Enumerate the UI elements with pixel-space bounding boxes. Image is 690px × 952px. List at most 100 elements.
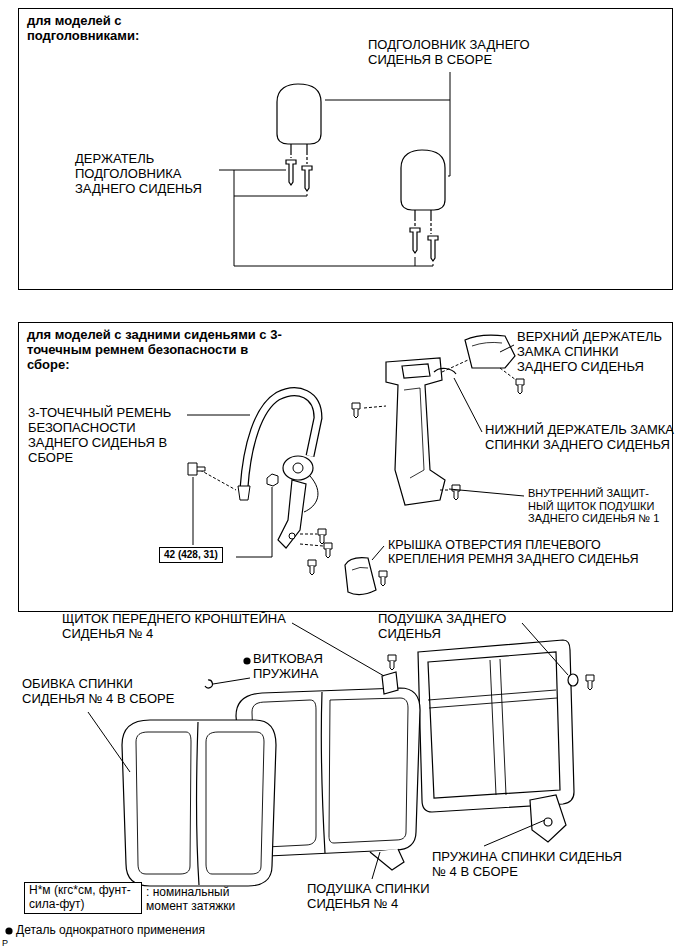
legend-entry: Деталь однократного применения [16, 924, 276, 938]
seat-belt-drawing [278, 480, 306, 548]
seat-drawing [122, 720, 276, 886]
part-name: ОБИВКА СПИНКИ СИДЕНЬЯ № 4 В СБОРЕ [22, 677, 197, 707]
part-name: 3-ТОЧЕЧНЫЙ РЕМЕНЬ БЕЗОПАСНОСТИ ЗАДНЕГО С… [28, 406, 183, 466]
leader-line [187, 415, 250, 416]
leader-line [88, 623, 568, 879]
legend-dot [5, 927, 12, 934]
section-panel: для моделей с подголовниками: [18, 8, 673, 290]
seat-drawing [205, 680, 212, 688]
buckle-holder-drawing [516, 379, 524, 394]
seat-belt-drawing [200, 470, 236, 490]
seat-drawing [197, 722, 199, 885]
torque-box: 42 (428, 31) [159, 547, 223, 563]
part-name: ВИТКОВАЯ ПРУЖИНА [253, 652, 343, 682]
buckle-holder-drawing [434, 368, 456, 374]
seat-drawing [206, 732, 264, 874]
leader-line [522, 623, 568, 675]
part-name: ПОДУШКА ЗАДНЕГО СИДЕНЬЯ [378, 612, 518, 642]
buckle-holder-drawing [345, 558, 376, 595]
page-code: P [2, 938, 14, 948]
leader-line [236, 487, 272, 557]
leader-line [449, 489, 524, 496]
seat-belt-drawing [308, 560, 316, 575]
headrest-drawing [428, 236, 438, 261]
seat-belt-drawing [324, 543, 332, 558]
headrest-drawing [277, 84, 445, 261]
seat-belt-drawing [244, 392, 318, 488]
buckle-holder-drawing [379, 571, 387, 586]
seat-drawing [530, 795, 566, 842]
part-name: ПОДГОЛОВНИК ЗАДНЕГО СИДЕНЬЯ В СБОРЕ [368, 38, 553, 68]
seat-drawing [568, 674, 578, 686]
seat-drawing [388, 655, 396, 670]
section-heading: для моделей с задними сиденьями с 3-точе… [27, 328, 292, 373]
buckle-holder-drawing [352, 403, 360, 418]
part-name: ДЕРЖАТЕЛЬ ПОДГОЛОВНИКА ЗАДНЕГО СИДЕНЬЯ [75, 152, 215, 197]
one-time-use-mark [243, 657, 250, 664]
torque-legend-box: Н*м (кгс*см, фунт-сила-фут) [24, 882, 142, 914]
buckle-holder-drawing [404, 388, 424, 478]
buckle-holder-drawing [352, 567, 368, 570]
leader-line [500, 345, 514, 352]
seat-drawing [428, 652, 560, 798]
seat-belt-drawing [238, 486, 250, 500]
seat-drawing [329, 698, 408, 843]
seat-belt-drawing [293, 463, 303, 473]
part-name: КРЫШКА ОТВЕРСТИЯ ПЛЕЧЕВОГО КРЕПЛЕНИЯ РЕМ… [388, 538, 678, 567]
seat-drawing [382, 672, 398, 694]
seat-drawing [586, 675, 594, 690]
leader-line [193, 477, 194, 545]
headrest-drawing [401, 150, 445, 210]
part-name: ПОДУШКА СПИНКИ СИДЕНЬЯ № 4 [307, 882, 442, 912]
seat-belt-drawing [267, 474, 278, 486]
seat-drawing [544, 818, 552, 826]
leader-line [88, 712, 130, 772]
part-name: ВЕРХНИЙ ДЕРЖАТЕЛЬ ЗАМКА СПИНКИ ЗАДНЕГО С… [517, 330, 677, 375]
part-name: ПРУЖИНА СПИНКИ СИДЕНЬЯ № 4 В СБОРЕ [432, 850, 632, 880]
leader-line [325, 100, 450, 101]
leader-line [415, 257, 416, 266]
seat-belt-drawing [300, 534, 323, 546]
headrest-drawing [302, 166, 312, 191]
seat-drawing [321, 692, 325, 853]
leader-line [213, 678, 250, 684]
leader-line [219, 72, 450, 266]
seat-drawing [428, 659, 557, 795]
seat-belt-drawing [244, 392, 318, 488]
leader-line [448, 72, 450, 176]
headrest-drawing [410, 228, 420, 253]
headrest-drawing [401, 150, 445, 218]
buckle-holder-drawing [402, 364, 430, 378]
headrest-drawing [291, 144, 307, 152]
buckle-holder-drawing [452, 485, 460, 500]
box-text: 42 (428, 31) [164, 549, 218, 561]
buckle-holder-drawing [465, 335, 515, 368]
leader-line [219, 170, 286, 171]
seat-drawing [136, 732, 191, 874]
leader-line [187, 345, 524, 560]
seat-belt-drawing [289, 533, 295, 539]
leader-line [372, 546, 384, 560]
buckle-holder-drawing [386, 358, 445, 505]
part-name: ЩИТОК ПЕРЕДНЕГО КРОНШТЕЙНА СИДЕНЬЯ № 4 [62, 612, 307, 642]
headrest-drawing [415, 210, 431, 218]
leader-line [454, 378, 482, 432]
legend-text: : номинальный момент затяжки [146, 885, 235, 913]
box-text: Н*м (кгс*см, фунт-сила-фут) [29, 884, 137, 912]
seat-belt-drawing [188, 463, 205, 475]
seat-belt-drawing [304, 476, 318, 512]
leader-line [484, 820, 545, 846]
legend-text: Деталь однократного применения [16, 923, 205, 937]
leader-line [234, 194, 307, 196]
headrest-drawing [277, 84, 321, 144]
seat-drawing [418, 640, 574, 812]
buckle-holder-drawing [472, 342, 502, 346]
headrest-drawing [286, 160, 296, 185]
part-name: НИЖНИЙ ДЕРЖАТЕЛЬ ЗАМКА СПИНКИ ЗАДНЕГО СИ… [485, 423, 680, 453]
legend-entry: : номинальный момент затяжки [146, 886, 251, 914]
part-name: ВНУТРЕННИЙ ЗАЩИТ- НЫЙ ЩИТОК ПОДУШКИ ЗАДН… [528, 487, 673, 525]
leader-line [234, 170, 433, 266]
